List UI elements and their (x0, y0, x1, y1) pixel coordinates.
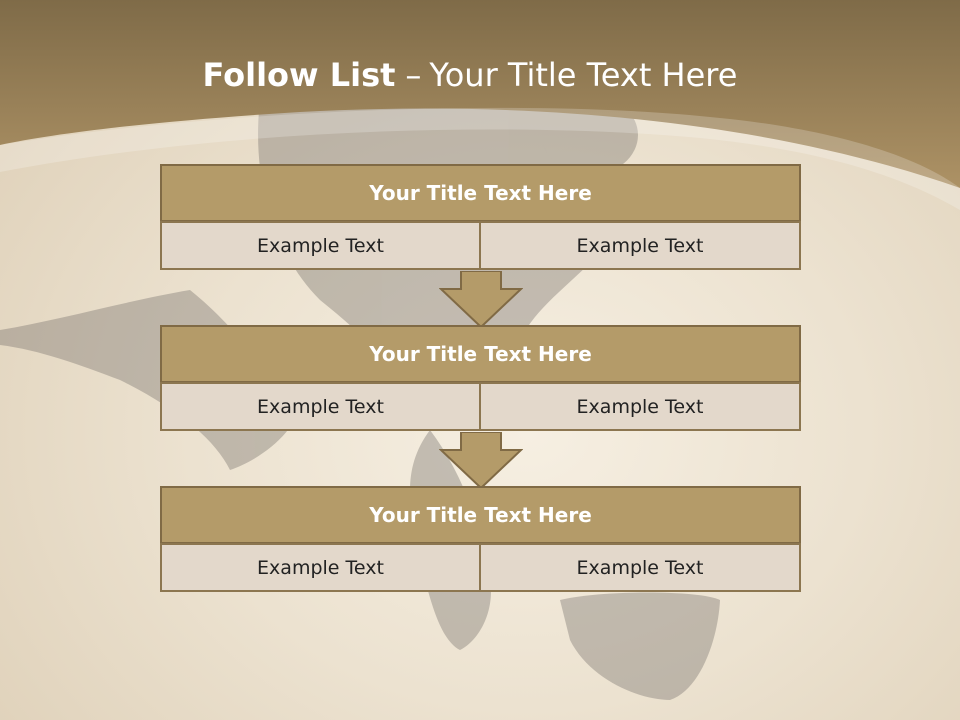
block-cell-left: Example Text (160, 221, 481, 270)
down-arrow-icon (439, 432, 523, 490)
block-cell-right: Example Text (479, 221, 801, 270)
block-title: Your Title Text Here (160, 164, 801, 222)
slide-title-strong: Follow List (202, 56, 396, 94)
slide-title: Follow List–Your Title Text Here (0, 56, 940, 94)
block-cell-left: Example Text (160, 543, 481, 592)
header-swoosh (0, 107, 960, 210)
block-cell-right: Example Text (479, 382, 801, 431)
down-arrow-icon (439, 271, 523, 329)
header-band (0, 0, 960, 188)
block-cell-left: Example Text (160, 382, 481, 431)
block-title: Your Title Text Here (160, 325, 801, 383)
slide-title-rest: Your Title Text Here (429, 56, 738, 94)
block-cell-right: Example Text (479, 543, 801, 592)
block-title: Your Title Text Here (160, 486, 801, 544)
slide-title-dash: – (405, 56, 422, 94)
